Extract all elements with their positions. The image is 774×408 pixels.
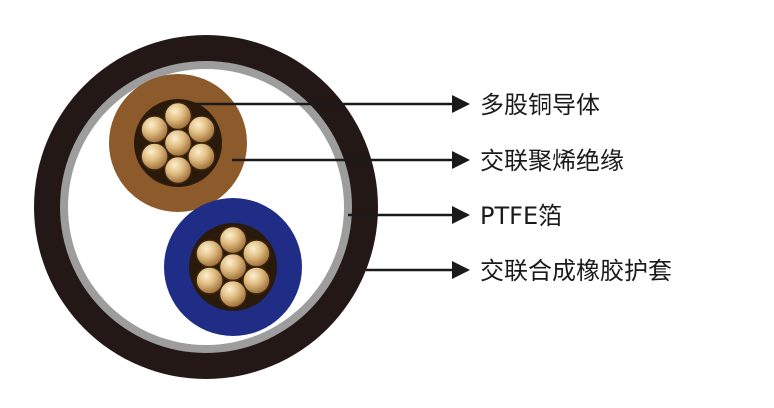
core-1-strands (140, 101, 216, 185)
callout-insulation-arrow (452, 151, 470, 169)
core-1 (109, 74, 247, 212)
callout-insulation: 交联聚烯绝缘 (232, 147, 624, 175)
callout-sheath-arrow (452, 261, 470, 279)
callout-conductor: 多股铜导体 (196, 91, 600, 119)
label-conductor: 多股铜导体 (480, 91, 600, 119)
callout-sheath: 交联合成橡胶护套 (366, 257, 672, 285)
label-shield: PTFE箔 (480, 202, 562, 230)
callout-shield-arrow (452, 206, 470, 224)
label-sheath: 交联合成橡胶护套 (480, 257, 672, 285)
callout-conductor-arrow (452, 95, 470, 113)
label-insulation: 交联聚烯绝缘 (480, 147, 624, 175)
core-2 (164, 198, 302, 336)
core-2-strands (195, 225, 271, 309)
callout-shield: PTFE箔 (348, 202, 562, 230)
